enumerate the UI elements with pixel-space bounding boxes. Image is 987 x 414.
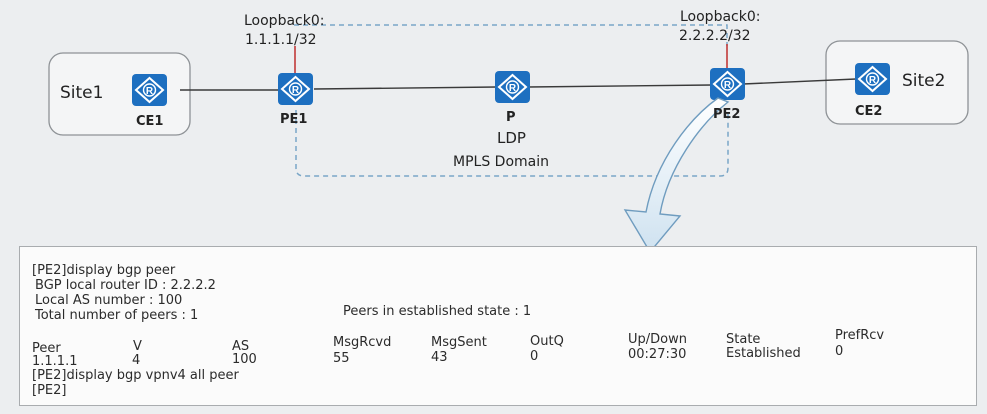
loopback-dashed-path [294, 24, 728, 46]
cli-output-panel: [PE2]display bgp peer BGP local router I… [19, 246, 977, 406]
network-topology: R R R R R Loopback0: 1 [48, 9, 969, 246]
cli-command-bgp-peer: [PE2]display bgp peer [32, 263, 176, 278]
mpls-domain-outline [295, 110, 729, 177]
router-pe1-label: PE1 [280, 112, 307, 127]
router-ce1-label: CE1 [136, 114, 163, 129]
site1-box [48, 52, 191, 136]
cli-prompt[interactable]: [PE2] [32, 383, 67, 398]
router-p-icon: R [495, 71, 530, 103]
cli-row-prefrcv: 0 [835, 344, 844, 359]
cli-row-peer: 1.1.1.1 [32, 354, 78, 369]
cli-header-state: State [726, 332, 761, 347]
loopback-pe1-ip: 1.1.1.1/32 [245, 32, 317, 48]
cli-header-as: AS [232, 339, 250, 354]
callout-arrow [623, 97, 730, 246]
cli-row-msgrcvd: 55 [333, 351, 350, 366]
router-pe2-label: PE2 [713, 107, 740, 122]
cli-header-outq: OutQ [530, 334, 564, 349]
cli-row-msgsent: 43 [431, 350, 448, 365]
cli-total-peers: Total number of peers : 1 [35, 308, 199, 323]
cli-row-as: 100 [232, 352, 257, 367]
router-ce1-icon: R [132, 74, 167, 106]
router-glyph: R [146, 86, 154, 97]
site2-label: Site2 [902, 71, 945, 91]
site1-label: Site1 [60, 83, 103, 103]
cli-peers-established: Peers in established state : 1 [343, 304, 532, 319]
link-p-pe2 [527, 84, 713, 88]
router-p-label: P [506, 110, 516, 125]
cli-header-peer: Peer [32, 341, 61, 356]
link-pe1-p [313, 86, 498, 90]
cli-row-v: 4 [132, 353, 141, 368]
cli-header-prefrcv: PrefRcv [835, 328, 885, 343]
cli-header-msgsent: MsgSent [431, 335, 487, 350]
cli-header-updown: Up/Down [628, 332, 687, 347]
router-glyph: R [509, 83, 517, 94]
cli-header-msgrcvd: MsgRcvd [333, 335, 392, 350]
router-glyph: R [869, 75, 877, 86]
router-pe2-icon: R [710, 68, 745, 100]
router-glyph: R [724, 80, 732, 91]
ldp-label: LDP [497, 129, 526, 147]
cli-row-updown: 00:27:30 [628, 347, 687, 362]
loopback-pe1-label: Loopback0: [244, 13, 324, 29]
loopback-pe2-ip: 2.2.2.2/32 [679, 28, 751, 44]
cli-local-as: Local AS number : 100 [35, 293, 183, 308]
cli-router-id: BGP local router ID : 2.2.2.2 [35, 278, 216, 293]
router-ce2-label: CE2 [855, 104, 882, 119]
router-pe1-icon: R [278, 73, 313, 105]
link-pe2-ce2 [742, 78, 857, 85]
cli-header-v: V [133, 339, 142, 354]
loopback-pe2-label: Loopback0: [680, 9, 760, 25]
router-ce2-icon: R [855, 63, 890, 95]
cli-command-vpnv4-peer: [PE2]display bgp vpnv4 all peer [32, 368, 239, 383]
site2-box [825, 40, 969, 125]
mpls-domain-label: MPLS Domain [453, 154, 549, 170]
cli-row-outq: 0 [530, 349, 539, 364]
cli-row-state: Established [726, 346, 801, 361]
router-glyph: R [292, 85, 300, 96]
